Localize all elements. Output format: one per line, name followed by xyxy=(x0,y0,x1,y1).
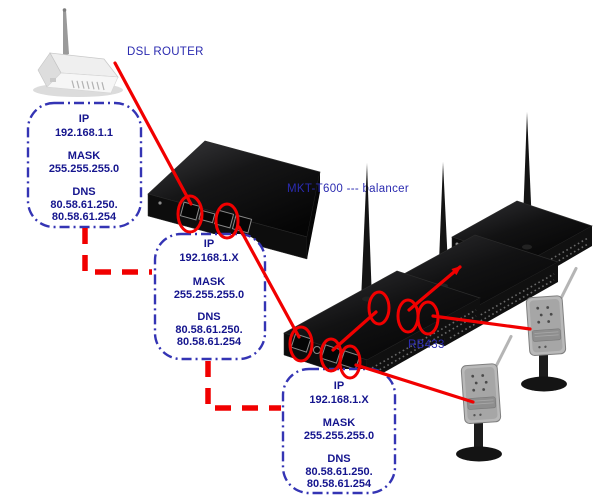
config-connectors xyxy=(82,228,281,411)
router-antenna-icon xyxy=(63,10,69,56)
config-box-3: IP 192.168.1.X MASK 255.255.255.0 DNS 80… xyxy=(281,367,397,495)
camera-2-base xyxy=(456,446,502,462)
highlight-rb1-port3 xyxy=(338,344,362,380)
line-mkt-to-rb1 xyxy=(237,225,301,339)
box1-dns-value-1: 80.58.61.250. xyxy=(50,199,117,211)
highlight-mkt-port3 xyxy=(214,202,240,240)
box2-dns-value-1: 80.58.61.250. xyxy=(175,324,242,336)
rb433-label: RB433 xyxy=(408,339,445,351)
highlight-rb1-port1 xyxy=(288,325,314,363)
camera-2-antenna-icon xyxy=(492,334,513,372)
box3-ip-value: 192.168.1.X xyxy=(309,394,369,406)
box1-mask-label: MASK xyxy=(68,150,100,162)
box2-ip-value: 192.168.1.X xyxy=(179,252,239,264)
box3-dns-label: DNS xyxy=(327,453,350,465)
box1-ip-value: 192.168.1.1 xyxy=(55,127,113,139)
camera-1-stem xyxy=(539,352,548,382)
config-box-2: IP 192.168.1.X MASK 255.255.255.0 DNS 80… xyxy=(153,232,267,361)
rb433-1-port-1 xyxy=(290,333,312,353)
camera-1-leds xyxy=(536,306,553,324)
ip-camera-1-icon xyxy=(521,266,578,392)
box1-dns-value-2: 80.58.61.254 xyxy=(52,211,117,223)
line-rb1-to-camera2 xyxy=(354,363,475,404)
box1-dns-label: DNS xyxy=(72,186,95,198)
line-rb1-to-rb2 xyxy=(331,310,378,352)
box3-mask-label: MASK xyxy=(323,417,355,429)
box2-ip-label: IP xyxy=(204,238,214,250)
dsl-router-label: DSL ROUTER xyxy=(127,46,204,58)
box2-dns-value-2: 80.58.61.254 xyxy=(177,336,242,348)
port-highlights xyxy=(176,194,440,380)
dsl-router-icon xyxy=(33,8,123,97)
line-dsl-to-mkt xyxy=(113,61,193,206)
box3-dns-value-2: 80.58.61.254 xyxy=(307,478,372,490)
camera-2-leds xyxy=(471,374,488,392)
box2-mask-value: 255.255.255.0 xyxy=(174,289,244,301)
box1-ip-label: IP xyxy=(79,113,89,125)
line-rb2-to-camera1 xyxy=(431,314,532,331)
config-box-3-border xyxy=(281,367,397,495)
connection-lines xyxy=(113,61,532,404)
highlight-rb2-port1 xyxy=(367,290,391,326)
line-rb2-to-rb3 xyxy=(407,265,462,312)
box3-dns-value-1: 80.58.61.250. xyxy=(305,466,372,478)
box2-dns-label: DNS xyxy=(197,311,220,323)
mkt-balancer-label: MKT-T600 --- balancer xyxy=(287,183,409,195)
config-box-1: IP 192.168.1.1 MASK 255.255.255.0 DNS 80… xyxy=(26,101,143,229)
mkt-t600-balancer-icon xyxy=(147,140,321,260)
box3-ip-label: IP xyxy=(334,380,344,392)
highlight-rb2-port3 xyxy=(416,300,440,336)
box1-mask-value: 255.255.255.0 xyxy=(49,163,119,175)
box3-mask-value: 255.255.255.0 xyxy=(304,430,374,442)
camera-2-stem xyxy=(474,420,483,452)
rb433-1-jack xyxy=(313,346,321,354)
camera-1-base xyxy=(521,376,567,392)
router-vents xyxy=(71,80,105,91)
box2-mask-label: MASK xyxy=(193,276,225,288)
camera-1-antenna-icon xyxy=(557,266,578,304)
config-box-2-border xyxy=(153,232,267,361)
config-box-1-border xyxy=(26,101,143,229)
rb433-1-antenna-icon xyxy=(361,163,372,301)
connector-box1-to-box2 xyxy=(82,228,152,275)
connector-box2-to-box3 xyxy=(205,361,281,411)
highlight-mkt-port1 xyxy=(176,194,204,234)
mkt-right-face xyxy=(307,172,320,259)
